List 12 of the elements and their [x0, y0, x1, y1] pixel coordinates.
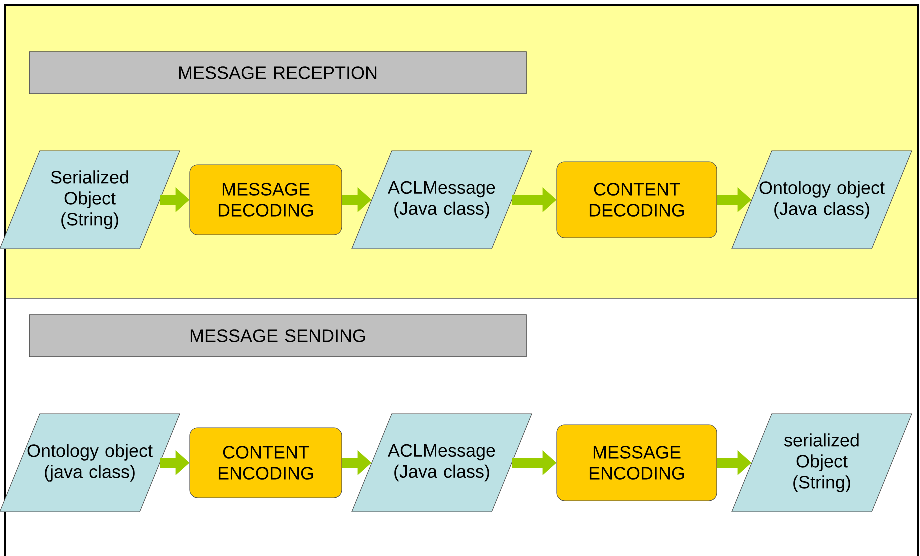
- section-header-bar: MESSAGE SENDING: [29, 314, 527, 358]
- process-box: MESSAGE DECODING: [190, 164, 342, 236]
- data-parallelogram: Serialized Object (String): [0, 150, 180, 250]
- process-box: MESSAGE ENCODING: [556, 424, 718, 502]
- data-parallelogram: Ontology object (java class): [0, 414, 180, 512]
- section-header-bar: MESSAGE RECEPTION: [29, 52, 527, 94]
- data-parallelogram: serialized Object (String): [732, 414, 912, 512]
- process-box: CONTENT ENCODING: [190, 428, 342, 498]
- process-box: CONTENT DECODING: [556, 162, 718, 238]
- data-parallelogram: ACLMessage (Java class): [352, 150, 532, 250]
- data-parallelogram: ACLMessage (Java class): [352, 414, 532, 512]
- data-parallelogram: Ontology object (Java class): [732, 150, 912, 250]
